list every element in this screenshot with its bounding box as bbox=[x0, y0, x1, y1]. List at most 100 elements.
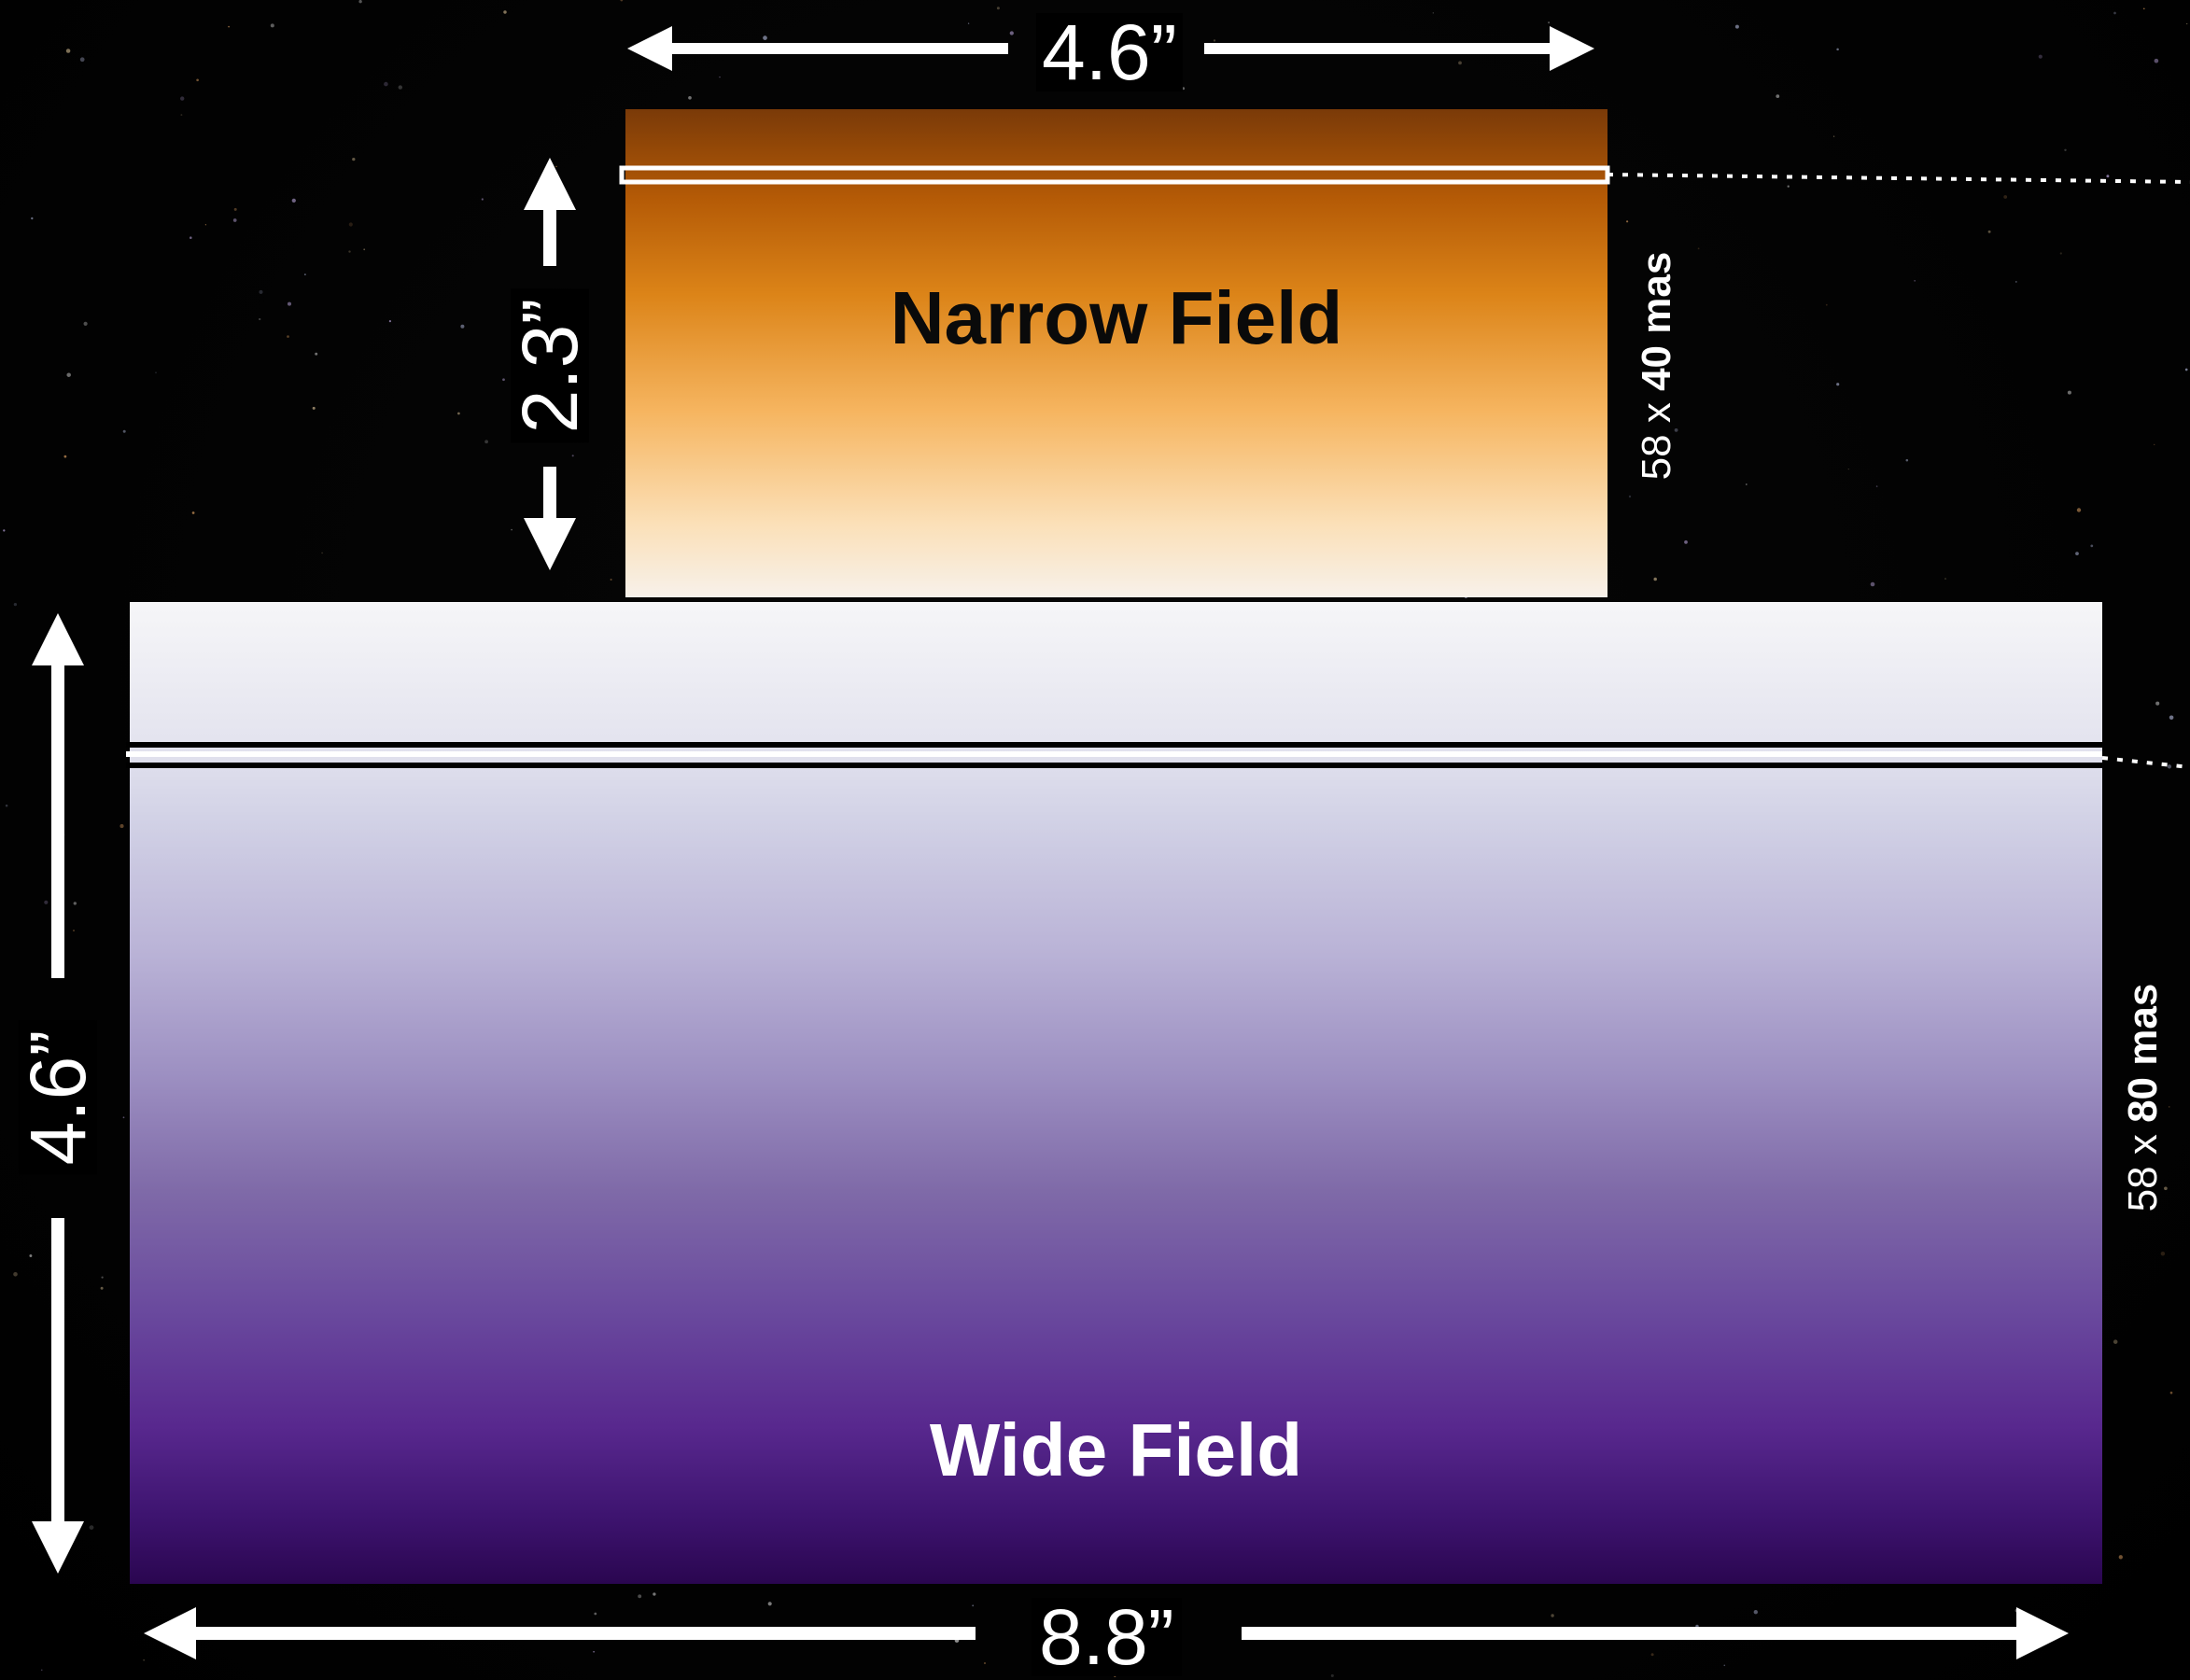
background-star bbox=[348, 250, 351, 253]
background-star bbox=[1875, 485, 1878, 487]
background-star bbox=[1734, 24, 1739, 29]
background-star bbox=[1684, 540, 1688, 544]
background-star bbox=[348, 222, 353, 227]
background-star bbox=[312, 406, 316, 410]
wide-height-label: 4.6” bbox=[14, 1020, 102, 1175]
background-star bbox=[967, 22, 970, 24]
background-star bbox=[457, 412, 460, 415]
background-star bbox=[1836, 48, 1839, 51]
wide-pixel-scale-label: 58 x 80 mas bbox=[2120, 984, 2166, 1212]
background-star bbox=[511, 528, 512, 531]
background-star bbox=[321, 552, 323, 554]
background-star bbox=[2143, 7, 2145, 10]
background-star bbox=[1213, 39, 1216, 42]
background-star bbox=[984, 1662, 986, 1664]
background-star bbox=[638, 1594, 642, 1599]
background-star bbox=[2106, 175, 2110, 178]
background-star bbox=[65, 49, 71, 53]
background-star bbox=[180, 114, 183, 117]
background-star bbox=[1776, 94, 1780, 98]
background-star bbox=[2154, 443, 2155, 446]
background-star bbox=[287, 335, 289, 338]
background-star bbox=[119, 824, 124, 829]
background-star bbox=[653, 1592, 656, 1596]
background-star bbox=[304, 273, 306, 275]
background-star bbox=[2038, 54, 2043, 59]
background-star bbox=[1330, 1673, 1334, 1677]
background-star bbox=[2154, 58, 2159, 63]
background-star bbox=[3, 529, 6, 532]
background-star bbox=[1697, 247, 1700, 250]
narrow-slice-outline bbox=[619, 165, 1610, 185]
background-star bbox=[1914, 280, 1916, 282]
background-star bbox=[1009, 31, 1014, 35]
background-star bbox=[63, 455, 67, 458]
narrow-pixel-scale-label: 58 x 40 mas bbox=[1634, 252, 1679, 481]
narrow-pixel-scale-prefix: 58 x bbox=[1634, 390, 1679, 481]
background-star bbox=[1745, 483, 1748, 485]
background-star bbox=[384, 81, 388, 87]
background-star bbox=[270, 23, 274, 28]
background-star bbox=[29, 1254, 33, 1257]
background-star bbox=[1753, 1610, 1758, 1615]
background-star bbox=[2184, 368, 2188, 371]
background-star bbox=[2003, 195, 2008, 199]
background-star bbox=[122, 1116, 125, 1119]
background-star bbox=[2169, 1391, 2173, 1394]
background-star bbox=[44, 900, 49, 904]
background-star bbox=[1905, 458, 1909, 462]
background-star bbox=[2075, 552, 2079, 555]
background-star bbox=[89, 1525, 94, 1530]
background-star bbox=[1626, 220, 1629, 223]
background-star bbox=[620, 0, 624, 2]
background-star bbox=[610, 578, 612, 581]
background-star bbox=[190, 236, 192, 239]
background-star bbox=[155, 371, 157, 374]
background-star bbox=[228, 25, 231, 28]
background-star bbox=[101, 1276, 104, 1279]
wide-slice-leader-line bbox=[2101, 756, 2190, 769]
background-star bbox=[1653, 577, 1657, 581]
background-star bbox=[41, 1669, 43, 1671]
background-star bbox=[2113, 11, 2116, 15]
background-star bbox=[2167, 764, 2172, 769]
background-star bbox=[1836, 383, 1840, 386]
background-star bbox=[1870, 581, 1875, 587]
background-star bbox=[1674, 428, 1678, 432]
background-star bbox=[767, 1602, 772, 1606]
background-star bbox=[2113, 1339, 2118, 1344]
background-star bbox=[2064, 148, 2067, 152]
background-star bbox=[1723, 1664, 1726, 1667]
background-star bbox=[688, 95, 692, 100]
background-star bbox=[73, 930, 75, 931]
background-star bbox=[2155, 701, 2160, 706]
background-star bbox=[204, 224, 207, 226]
background-star bbox=[2160, 1251, 2166, 1256]
background-star bbox=[259, 317, 261, 321]
background-star bbox=[1548, 21, 1551, 24]
background-star bbox=[398, 85, 402, 90]
background-star bbox=[31, 217, 34, 220]
background-star bbox=[1787, 185, 1790, 188]
background-star bbox=[2164, 1186, 2168, 1191]
narrow-width-label: 4.6” bbox=[1036, 13, 1183, 91]
background-star bbox=[13, 602, 18, 607]
background-star bbox=[196, 78, 199, 82]
background-star bbox=[1650, 1653, 1654, 1657]
background-star bbox=[13, 1272, 18, 1277]
background-star bbox=[352, 157, 356, 161]
background-star bbox=[996, 7, 1000, 10]
background-star bbox=[2076, 508, 2082, 512]
background-star bbox=[191, 511, 195, 514]
background-star bbox=[73, 902, 77, 905]
wide-width-label: 8.8” bbox=[1032, 1598, 1182, 1676]
background-star bbox=[1182, 87, 1186, 91]
background-star bbox=[2169, 715, 2174, 721]
background-star bbox=[484, 440, 488, 444]
background-star bbox=[5, 804, 8, 807]
background-star bbox=[1458, 61, 1462, 65]
background-star bbox=[481, 198, 484, 201]
background-star bbox=[1664, 349, 1667, 353]
background-star bbox=[2059, 252, 2062, 255]
